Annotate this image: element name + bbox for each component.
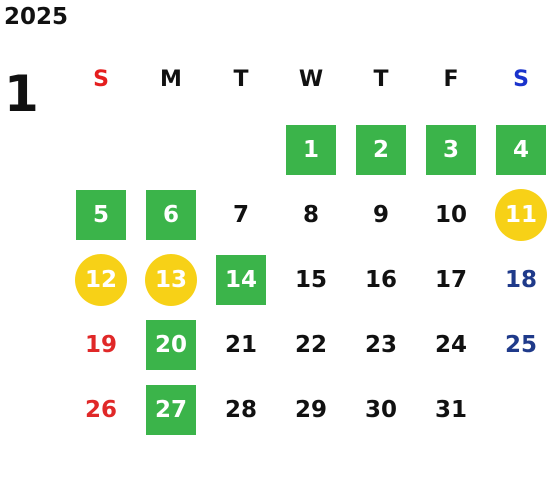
day-cell-22[interactable]: 22 [294, 331, 327, 358]
weekday-header-5: F [443, 67, 459, 92]
day-cell-6[interactable]: 6 [146, 190, 196, 240]
day-cell-8[interactable]: 8 [302, 201, 319, 228]
day-cell-4[interactable]: 4 [496, 125, 546, 175]
day-cell-27[interactable]: 27 [146, 385, 196, 435]
day-cell-11[interactable]: 11 [495, 189, 547, 241]
day-cell-26[interactable]: 26 [84, 396, 117, 423]
day-cell-3[interactable]: 3 [426, 125, 476, 175]
day-cell-25[interactable]: 25 [504, 331, 537, 358]
day-cell-23[interactable]: 23 [364, 331, 397, 358]
year-label: 2025 [4, 4, 69, 30]
day-cell-19[interactable]: 19 [84, 331, 117, 358]
day-cell-12[interactable]: 12 [75, 254, 127, 306]
day-cell-2[interactable]: 2 [356, 125, 406, 175]
weekday-header-3: W [298, 67, 324, 92]
day-cell-21[interactable]: 21 [224, 331, 257, 358]
day-cell-20[interactable]: 20 [146, 320, 196, 370]
weekday-header-2: T [233, 67, 249, 92]
day-cell-1[interactable]: 1 [286, 125, 336, 175]
weekday-header-6: S [513, 67, 529, 92]
day-cell-30[interactable]: 30 [364, 396, 397, 423]
weekday-header-1: M [160, 67, 182, 92]
day-cell-10[interactable]: 10 [434, 201, 467, 228]
day-cell-14[interactable]: 14 [216, 255, 266, 305]
day-cell-15[interactable]: 15 [294, 266, 327, 293]
month-number: 1 [4, 65, 39, 123]
day-cell-28[interactable]: 28 [224, 396, 257, 423]
day-cell-17[interactable]: 17 [434, 266, 467, 293]
day-cell-24[interactable]: 24 [434, 331, 467, 358]
day-cell-18[interactable]: 18 [504, 266, 537, 293]
day-cell-13[interactable]: 13 [145, 254, 197, 306]
day-cell-16[interactable]: 16 [364, 266, 397, 293]
day-cell-29[interactable]: 29 [294, 396, 327, 423]
weekday-header-4: T [373, 67, 389, 92]
day-cell-31[interactable]: 31 [434, 396, 467, 423]
weekday-header-0: S [93, 67, 109, 92]
day-cell-5[interactable]: 5 [76, 190, 126, 240]
day-cell-9[interactable]: 9 [372, 201, 389, 228]
day-cell-7[interactable]: 7 [232, 201, 249, 228]
